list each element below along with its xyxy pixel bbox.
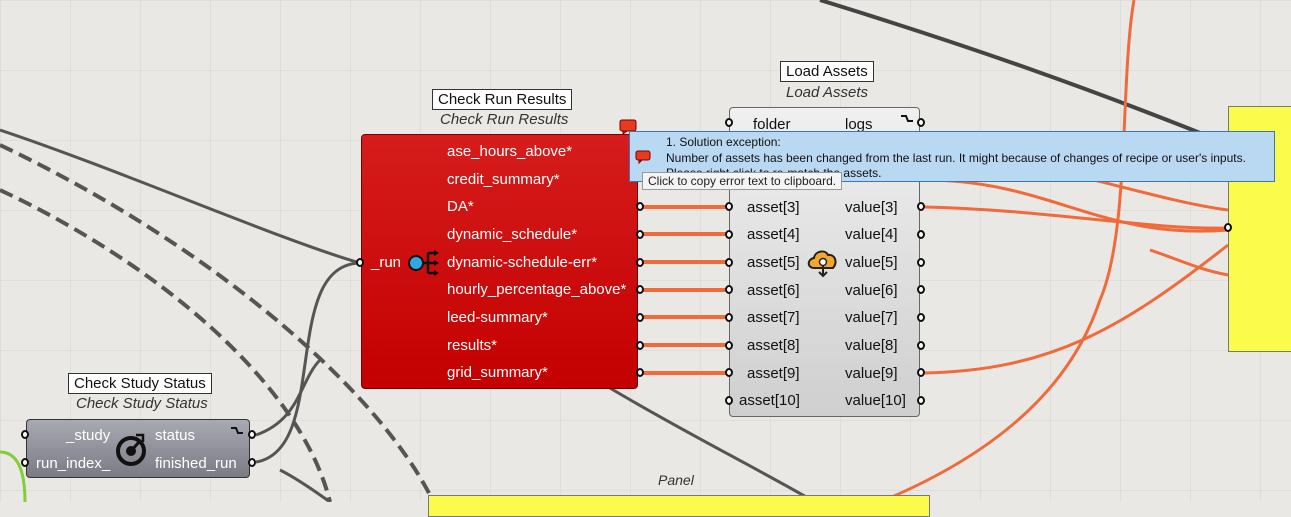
check-run-results-title: Check Run Results [432,89,573,110]
jack-asset5-in[interactable] [725,258,733,267]
wire-bottom-left [279,468,331,502]
copy-error-hint[interactable]: Click to copy error text to clipboard. [642,172,843,190]
jack-value8-out[interactable] [917,341,925,350]
output-dynamic-schedule[interactable]: dynamic_schedule* [447,226,578,243]
input-asset-6[interactable]: asset[6] [747,282,800,299]
jack-dserr-out[interactable] [636,258,644,267]
wires-layer [0,0,1291,502]
jack-value9-out[interactable] [917,368,925,377]
wire-dashed-left-2 [0,188,332,502]
jack-finished-run-out[interactable] [248,458,256,467]
output-logs[interactable]: logs [845,116,873,133]
input-asset-7[interactable]: asset[7] [747,309,800,326]
wire-red-bottom [609,386,816,502]
input-asset-8[interactable]: asset[8] [747,337,800,354]
load-assets-nickname: Load Assets [786,84,868,101]
input-folder[interactable]: folder_ [753,116,799,133]
cloud-download-icon [806,246,840,280]
check-run-results-nickname: Check Run Results [440,111,569,128]
jack-value7-out[interactable] [917,313,925,322]
input-run[interactable]: _run [371,254,402,271]
output-dynamic-schedule-err[interactable]: dynamic-schedule-err* [447,254,598,271]
check-study-status-nickname: Check Study Status [76,395,208,412]
yellow-panel-bottom[interactable] [428,495,930,517]
output-results[interactable]: results* [447,337,498,354]
output-value-8[interactable]: value[8] [845,337,898,354]
jack-run-in[interactable] [356,258,364,267]
jack-study-in[interactable] [21,430,29,439]
jack-asset6-in[interactable] [725,285,733,294]
error-balloon-icon[interactable] [619,119,637,135]
output-ase-hours-above[interactable]: ase_hours_above* [447,143,573,160]
jack-results-out[interactable] [636,341,644,350]
output-leed-summary[interactable]: leed-summary* [447,309,548,326]
input-study[interactable]: _study [66,427,111,444]
jack-value3-out[interactable] [917,202,925,211]
jack-folder-in[interactable] [725,118,733,127]
jack-asset3-in[interactable] [725,202,733,211]
jack-logs-out[interactable] [917,118,925,127]
output-value-10[interactable]: value[10] [845,392,906,409]
input-asset-9[interactable]: asset[9] [747,365,800,382]
output-value-7[interactable]: value[7] [845,309,898,326]
jack-hpa-out[interactable] [636,285,644,294]
check-study-status-title: Check Study Status [68,373,212,394]
output-value-6[interactable]: value[6] [845,282,898,299]
component-menu-icon[interactable] [900,111,914,122]
wire-status-up [255,358,322,437]
tooltip-line-2: Number of assets has been changed from t… [666,151,1246,165]
input-run-index[interactable]: run_index_ [36,455,111,472]
wire-left-to-run [0,128,361,265]
wire-dashed-left [0,143,432,496]
status-dial-icon [113,432,149,468]
jack-ds-out[interactable] [636,230,644,239]
jack-yellow-in[interactable] [1224,223,1232,232]
output-finished-run[interactable]: finished_run [155,455,237,472]
wire-green [0,450,27,502]
input-asset-3[interactable]: asset[3] [747,199,800,216]
check-run-results-component[interactable]: _run ase_hours_above* credit_summary* DA… [361,134,638,389]
input-asset-5[interactable]: asset[5] [747,254,800,271]
jack-status-out[interactable] [248,430,256,439]
jack-da-out[interactable] [636,202,644,211]
output-da[interactable]: DA* [447,198,474,215]
jack-asset4-in[interactable] [725,230,733,239]
jack-asset8-in[interactable] [725,341,733,350]
input-asset-4[interactable]: asset[4] [747,226,800,243]
output-status[interactable]: status [155,427,196,444]
input-asset-10[interactable]: asset[10] [739,392,800,409]
jack-run-index-in[interactable] [21,458,29,467]
output-value-5[interactable]: value[5] [845,254,898,271]
output-value-3[interactable]: value[3] [845,199,898,216]
tooltip-line-1: 1. Solution exception: [666,135,781,149]
orange-wires [641,205,729,375]
jack-leed-out[interactable] [636,313,644,322]
jack-grid-out[interactable] [636,368,644,377]
output-credit-summary[interactable]: credit_summary* [447,171,560,188]
check-study-status-component[interactable]: _study run_index_ status finished_run [26,419,250,478]
jack-asset7-in[interactable] [725,313,733,322]
output-hourly-percentage-above[interactable]: hourly_percentage_above* [447,281,627,298]
panel-nickname: Panel [658,472,694,488]
output-grid-summary[interactable]: grid_summary* [447,364,548,381]
orange-wires-right [879,0,1229,502]
load-assets-title: Load Assets [780,61,874,82]
output-value-9[interactable]: value[9] [845,365,898,382]
jack-asset10-in[interactable] [725,396,733,405]
tooltip-error-icon [635,150,651,165]
component-menu-icon[interactable] [230,423,244,434]
jack-value10-out[interactable] [917,396,925,405]
jack-asset9-in[interactable] [725,368,733,377]
jack-value5-out[interactable] [917,258,925,267]
wire-status-to-run [255,261,361,464]
jack-value4-out[interactable] [917,230,925,239]
jack-value6-out[interactable] [917,285,925,294]
network-icon [406,248,446,278]
output-value-4[interactable]: value[4] [845,226,898,243]
